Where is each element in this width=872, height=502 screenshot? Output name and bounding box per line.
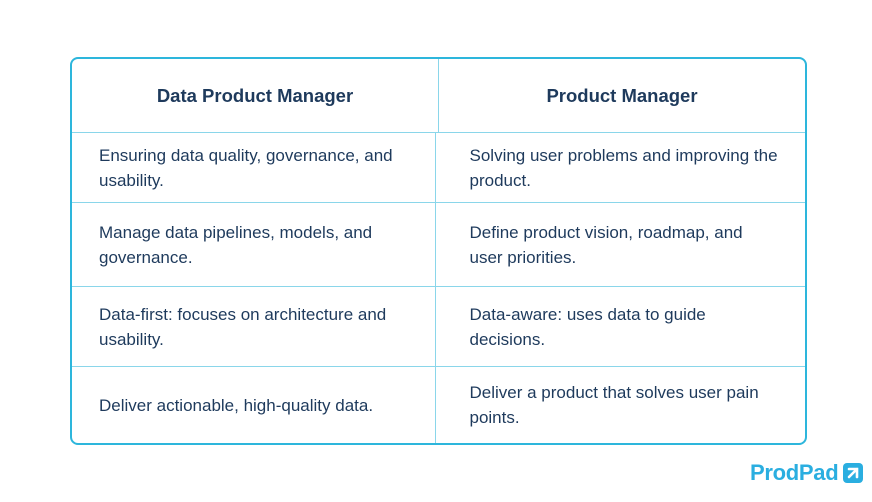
table-cell: Ensuring data quality, governance, and u… (99, 145, 393, 190)
table-cell: Data-aware: uses data to guide decisions… (434, 287, 806, 366)
table-cell: Define product vision, roadmap, and user… (434, 203, 806, 286)
table-row: Ensuring data quality, governance, and u… (72, 132, 805, 202)
table-row: Data-first: focuses on architecture and … (72, 286, 805, 366)
table-row: Manage data pipelines, models, and gover… (72, 202, 805, 286)
header-data-product-manager: Data Product Manager (156, 85, 354, 106)
table-cell: Solving user problems and improving the … (434, 133, 806, 202)
table-cell: Deliver a product that solves user pain … (434, 367, 806, 443)
table-cell: Deliver actionable, high-quality data. (99, 395, 374, 415)
table-row: Deliver actionable, high-quality data. D… (72, 366, 805, 443)
logo-text: ProdPad (750, 460, 839, 485)
prodpad-logo: ProdPad (750, 460, 864, 486)
table-cell: Manage data pipelines, models, and gover… (99, 222, 373, 267)
table-header-row: Data Product Manager Product Manager (72, 59, 805, 132)
prodpad-arrow-icon (843, 463, 864, 483)
header-product-manager: Product Manager (438, 59, 805, 132)
table-cell: Data-first: focuses on architecture and … (99, 304, 387, 349)
comparison-table: Data Product Manager Product Manager Ens… (70, 57, 807, 445)
